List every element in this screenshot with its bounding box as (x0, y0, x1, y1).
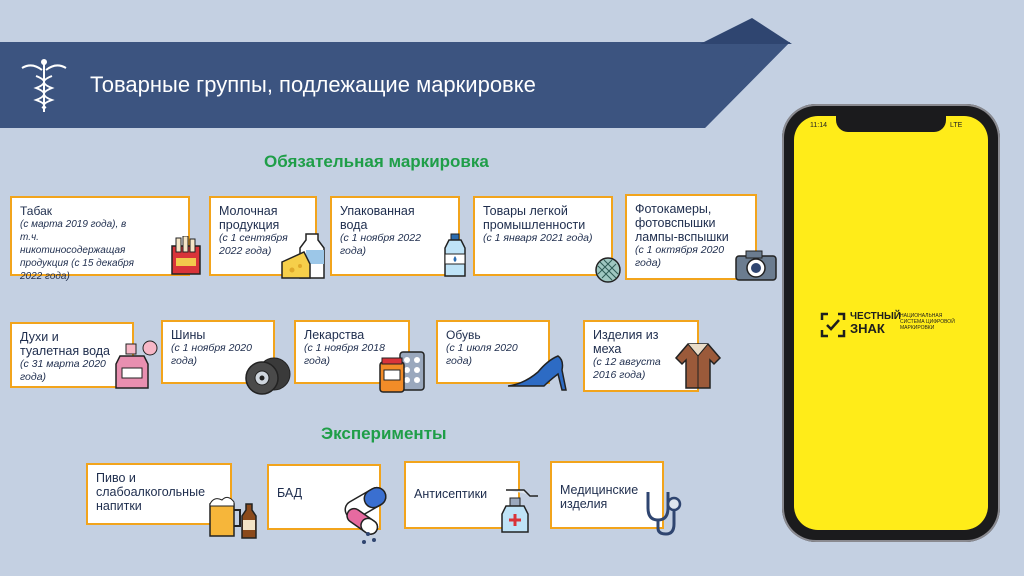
logo-line-1: ЧЕСТНЫЙ (850, 311, 901, 322)
card-subtitle: (с 12 августа 2016 года) (593, 356, 661, 381)
medicine-icon (379, 351, 425, 393)
section-mandatory: Обязательная маркировка (264, 152, 489, 171)
phone-notch (836, 114, 946, 132)
card-title: Упакованная вода (340, 204, 415, 232)
banner-tip (700, 18, 792, 44)
card-antiseptics: Антисептики (404, 461, 520, 529)
logo-tagline: НАЦИОНАЛЬНАЯ СИСТЕМА ЦИФРОВОЙ МАРКИРОВКИ (900, 313, 955, 331)
card-cameras: Фотокамеры, фотовспышки лампы-вспышки (с… (625, 194, 757, 280)
card-title: Духи и туалетная вода (20, 330, 111, 358)
honest-sign-logo-icon (820, 312, 846, 338)
card-subtitle: (с 1 ноября 2022 года) (340, 232, 421, 257)
card-title: Медицинские изделия (560, 483, 639, 511)
tires-icon (245, 357, 291, 395)
card-title: Товары легкой промышленности (483, 204, 586, 232)
card-water: Упакованная вода (с 1 ноября 2022 года) (330, 196, 460, 276)
logo-wordmark: ЧЕСТНЫЙ ЗНАК (850, 311, 901, 336)
fur-coat-icon (674, 343, 722, 389)
card-perfume: Духи и туалетная вода (с 31 марта 2020 г… (10, 322, 134, 388)
caduceus-icon (21, 59, 67, 112)
card-title: Шины (171, 328, 206, 342)
card-subtitle: (с 1 сентября 2022 года) (219, 232, 288, 257)
card-light-industry: Товары легкой промышленности (с 1 января… (473, 196, 613, 276)
section-experiments: Эксперименты (321, 424, 447, 443)
card-title: Обувь (446, 328, 481, 342)
phone-screen (794, 116, 988, 530)
card-title: БАД (277, 486, 303, 500)
cigarettes-icon (171, 236, 201, 275)
camera-icon (735, 250, 777, 281)
card-medical-devices: Медицинские изделия (550, 461, 664, 529)
fabric-icon (595, 257, 621, 283)
card-subtitle: (с 1 ноября 2018 года) (304, 342, 385, 367)
card-tobacco: Табак (с марта 2019 года), в т.ч. никоти… (10, 196, 190, 282)
card-subtitle: (с 1 октября 2020 года) (635, 244, 725, 269)
card-dairy: Молочная продукция (с 1 сентября 2022 го… (209, 196, 317, 276)
stethoscope-icon (646, 492, 682, 536)
card-title: Табак (20, 204, 52, 218)
milk-cheese-icon (281, 233, 325, 279)
card-title: Фотокамеры, фотовспышки лампы-вспышки (635, 202, 729, 244)
card-footwear: Обувь (с 1 июля 2020 года) (436, 320, 550, 384)
card-subtitle: (с марта 2019 года), в т.ч. никотиносоде… (20, 219, 134, 282)
beer-icon (209, 496, 257, 539)
card-beer: Пиво и слабоалкогольные напитки (86, 463, 232, 525)
logo-line-2: ЗНАК (850, 321, 885, 336)
card-title: Пиво и слабоалкогольные напитки (96, 471, 206, 513)
card-subtitle: (с 1 января 2021 года) (483, 232, 593, 244)
perfume-icon (115, 340, 158, 389)
spray-bottle-icon (501, 489, 538, 533)
card-title: Изделия из меха (593, 328, 659, 356)
page-title: Товарные группы, подлежащие маркировке (90, 72, 536, 97)
card-title: Молочная продукция (219, 204, 280, 232)
card-subtitle: (с 1 ноября 2020 года) (171, 342, 252, 367)
card-tires: Шины (с 1 ноября 2020 года) (161, 320, 275, 384)
card-subtitle: (с 31 марта 2020 года) (20, 358, 106, 383)
card-title: Антисептики (414, 487, 488, 501)
status-network: LTE (950, 122, 963, 129)
high-heel-icon (507, 355, 567, 391)
pills-icon (344, 486, 387, 544)
card-title: Лекарства (304, 328, 365, 342)
card-subtitle: (с 1 июля 2020 года) (446, 342, 518, 367)
header-banner (0, 42, 790, 128)
status-time: 11:14 (810, 122, 827, 129)
water-bottle-icon (444, 233, 466, 277)
